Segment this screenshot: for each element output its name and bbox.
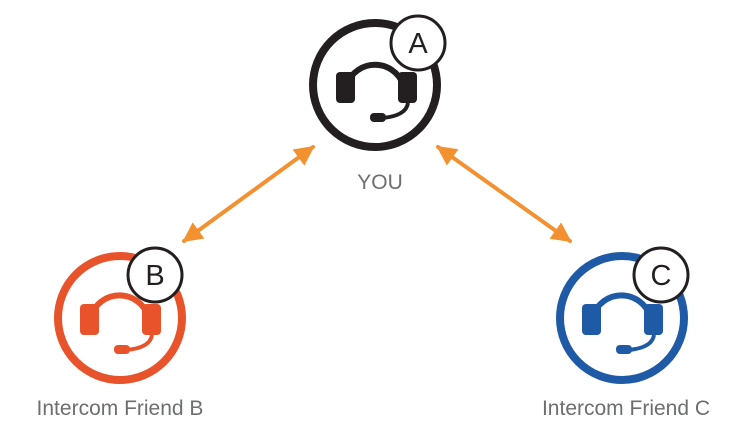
link-you-to-friend-c <box>436 145 572 243</box>
badge-a-letter: A <box>408 28 428 60</box>
node-friend-c: C Intercom Friend C <box>542 246 710 420</box>
badge-b: B <box>126 246 184 304</box>
badge-b-letter: B <box>145 260 164 292</box>
badge-a: A <box>389 14 447 72</box>
node-friend-b: B Intercom Friend B <box>37 246 204 420</box>
label-you: YOU <box>357 171 403 194</box>
label-friend-c: Intercom Friend C <box>542 397 710 420</box>
link-you-to-friend-b <box>182 145 315 243</box>
node-you: A YOU <box>309 14 447 194</box>
headset-icon <box>336 61 417 122</box>
label-friend-b: Intercom Friend B <box>37 397 204 420</box>
badge-c: C <box>632 246 690 304</box>
headset-icon <box>80 292 161 354</box>
headset-icon <box>582 292 663 354</box>
badge-c-letter: C <box>651 260 672 292</box>
